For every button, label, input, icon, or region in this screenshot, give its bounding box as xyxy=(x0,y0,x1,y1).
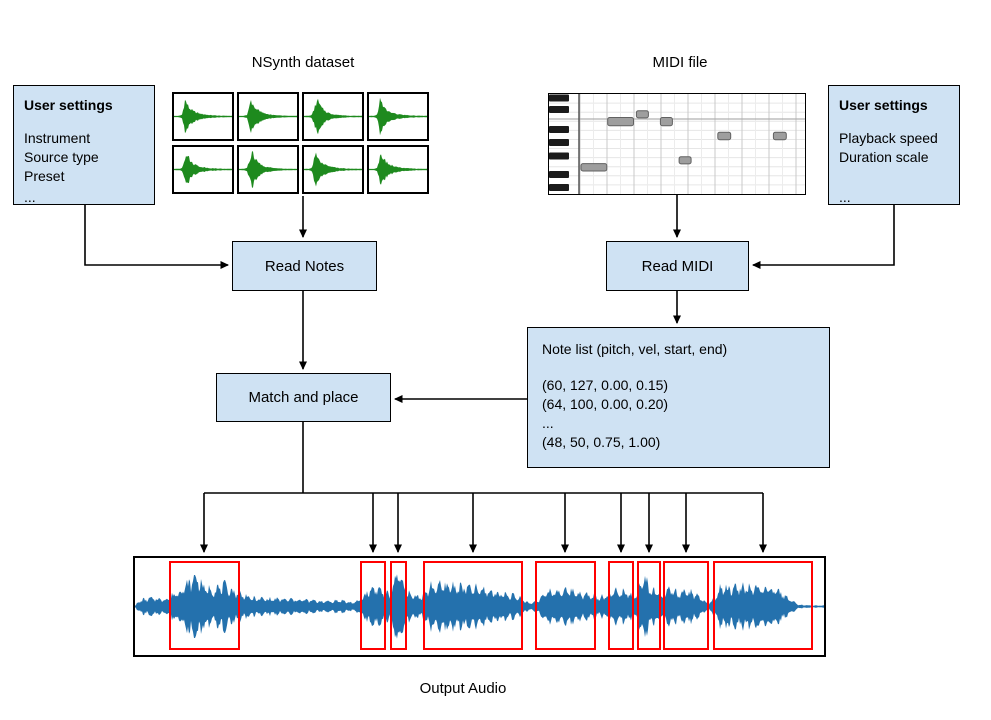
midi-piano-roll xyxy=(548,93,806,195)
matched-note-segment-box xyxy=(360,561,386,650)
read-notes-box: Read Notes xyxy=(232,241,377,291)
matched-note-segment-box xyxy=(390,561,407,650)
settings-ellipsis-left: ... xyxy=(24,189,36,205)
nsynth-waveform-thumbnail xyxy=(172,92,234,141)
midi-file-title: MIDI file xyxy=(652,54,708,71)
setting-item-preset: Preset xyxy=(24,168,65,184)
matched-note-segment-box xyxy=(663,561,709,650)
setting-item-playback-speed: Playback speed xyxy=(839,130,938,146)
read-notes-label: Read Notes xyxy=(264,257,345,275)
nsynth-dataset-title: NSynth dataset xyxy=(251,54,355,71)
note-list-entry: (48, 50, 0.75, 1.00) xyxy=(542,434,661,450)
read-midi-box: Read MIDI xyxy=(606,241,749,291)
output-audio-title: Output Audio xyxy=(419,680,507,697)
setting-item-source-type: Source type xyxy=(24,149,99,165)
nsynth-thumbnail-grid xyxy=(172,92,429,194)
nsynth-waveform-thumbnail xyxy=(367,92,429,141)
note-list-entry: (64, 100, 0.00, 0.20) xyxy=(542,396,669,412)
nsynth-waveform-thumbnail xyxy=(172,145,234,194)
matched-note-segment-box xyxy=(608,561,634,650)
matched-note-segment-box xyxy=(535,561,596,650)
settings-ellipsis-right: ... xyxy=(839,189,851,205)
arrow-usersettings-right-to-readmidi xyxy=(752,205,895,269)
read-midi-label: Read MIDI xyxy=(641,257,714,275)
note-list-panel: Note list (pitch, vel, start, end) (60, … xyxy=(527,327,830,468)
match-and-place-box: Match and place xyxy=(216,373,391,422)
user-settings-right-title: User settings xyxy=(839,97,928,113)
output-audio-waveform xyxy=(133,556,826,657)
nsynth-waveform-thumbnail xyxy=(302,92,364,141)
user-settings-left-panel: User settings Instrument Source type Pre… xyxy=(13,85,155,205)
user-settings-right-panel: User settings Playback speed Duration sc… xyxy=(828,85,960,205)
setting-item-instrument: Instrument xyxy=(24,130,91,146)
matched-note-segment-box xyxy=(169,561,240,650)
matched-note-segment-box xyxy=(423,561,523,650)
note-list-ellipsis: ... xyxy=(542,415,554,431)
matched-note-segment-box xyxy=(637,561,661,650)
matched-note-segment-box xyxy=(713,561,813,650)
user-settings-left-title: User settings xyxy=(24,97,113,113)
setting-item-duration-scale: Duration scale xyxy=(839,149,929,165)
note-list-title: Note list (pitch, vel, start, end) xyxy=(542,341,728,357)
match-and-place-label: Match and place xyxy=(248,389,359,406)
nsynth-waveform-thumbnail xyxy=(237,145,299,194)
nsynth-waveform-thumbnail xyxy=(367,145,429,194)
nsynth-waveform-thumbnail xyxy=(237,92,299,141)
arrow-usersettings-left-to-readnotes xyxy=(84,205,229,269)
note-list-entry: (60, 127, 0.00, 0.15) xyxy=(542,377,669,393)
nsynth-waveform-thumbnail xyxy=(302,145,364,194)
